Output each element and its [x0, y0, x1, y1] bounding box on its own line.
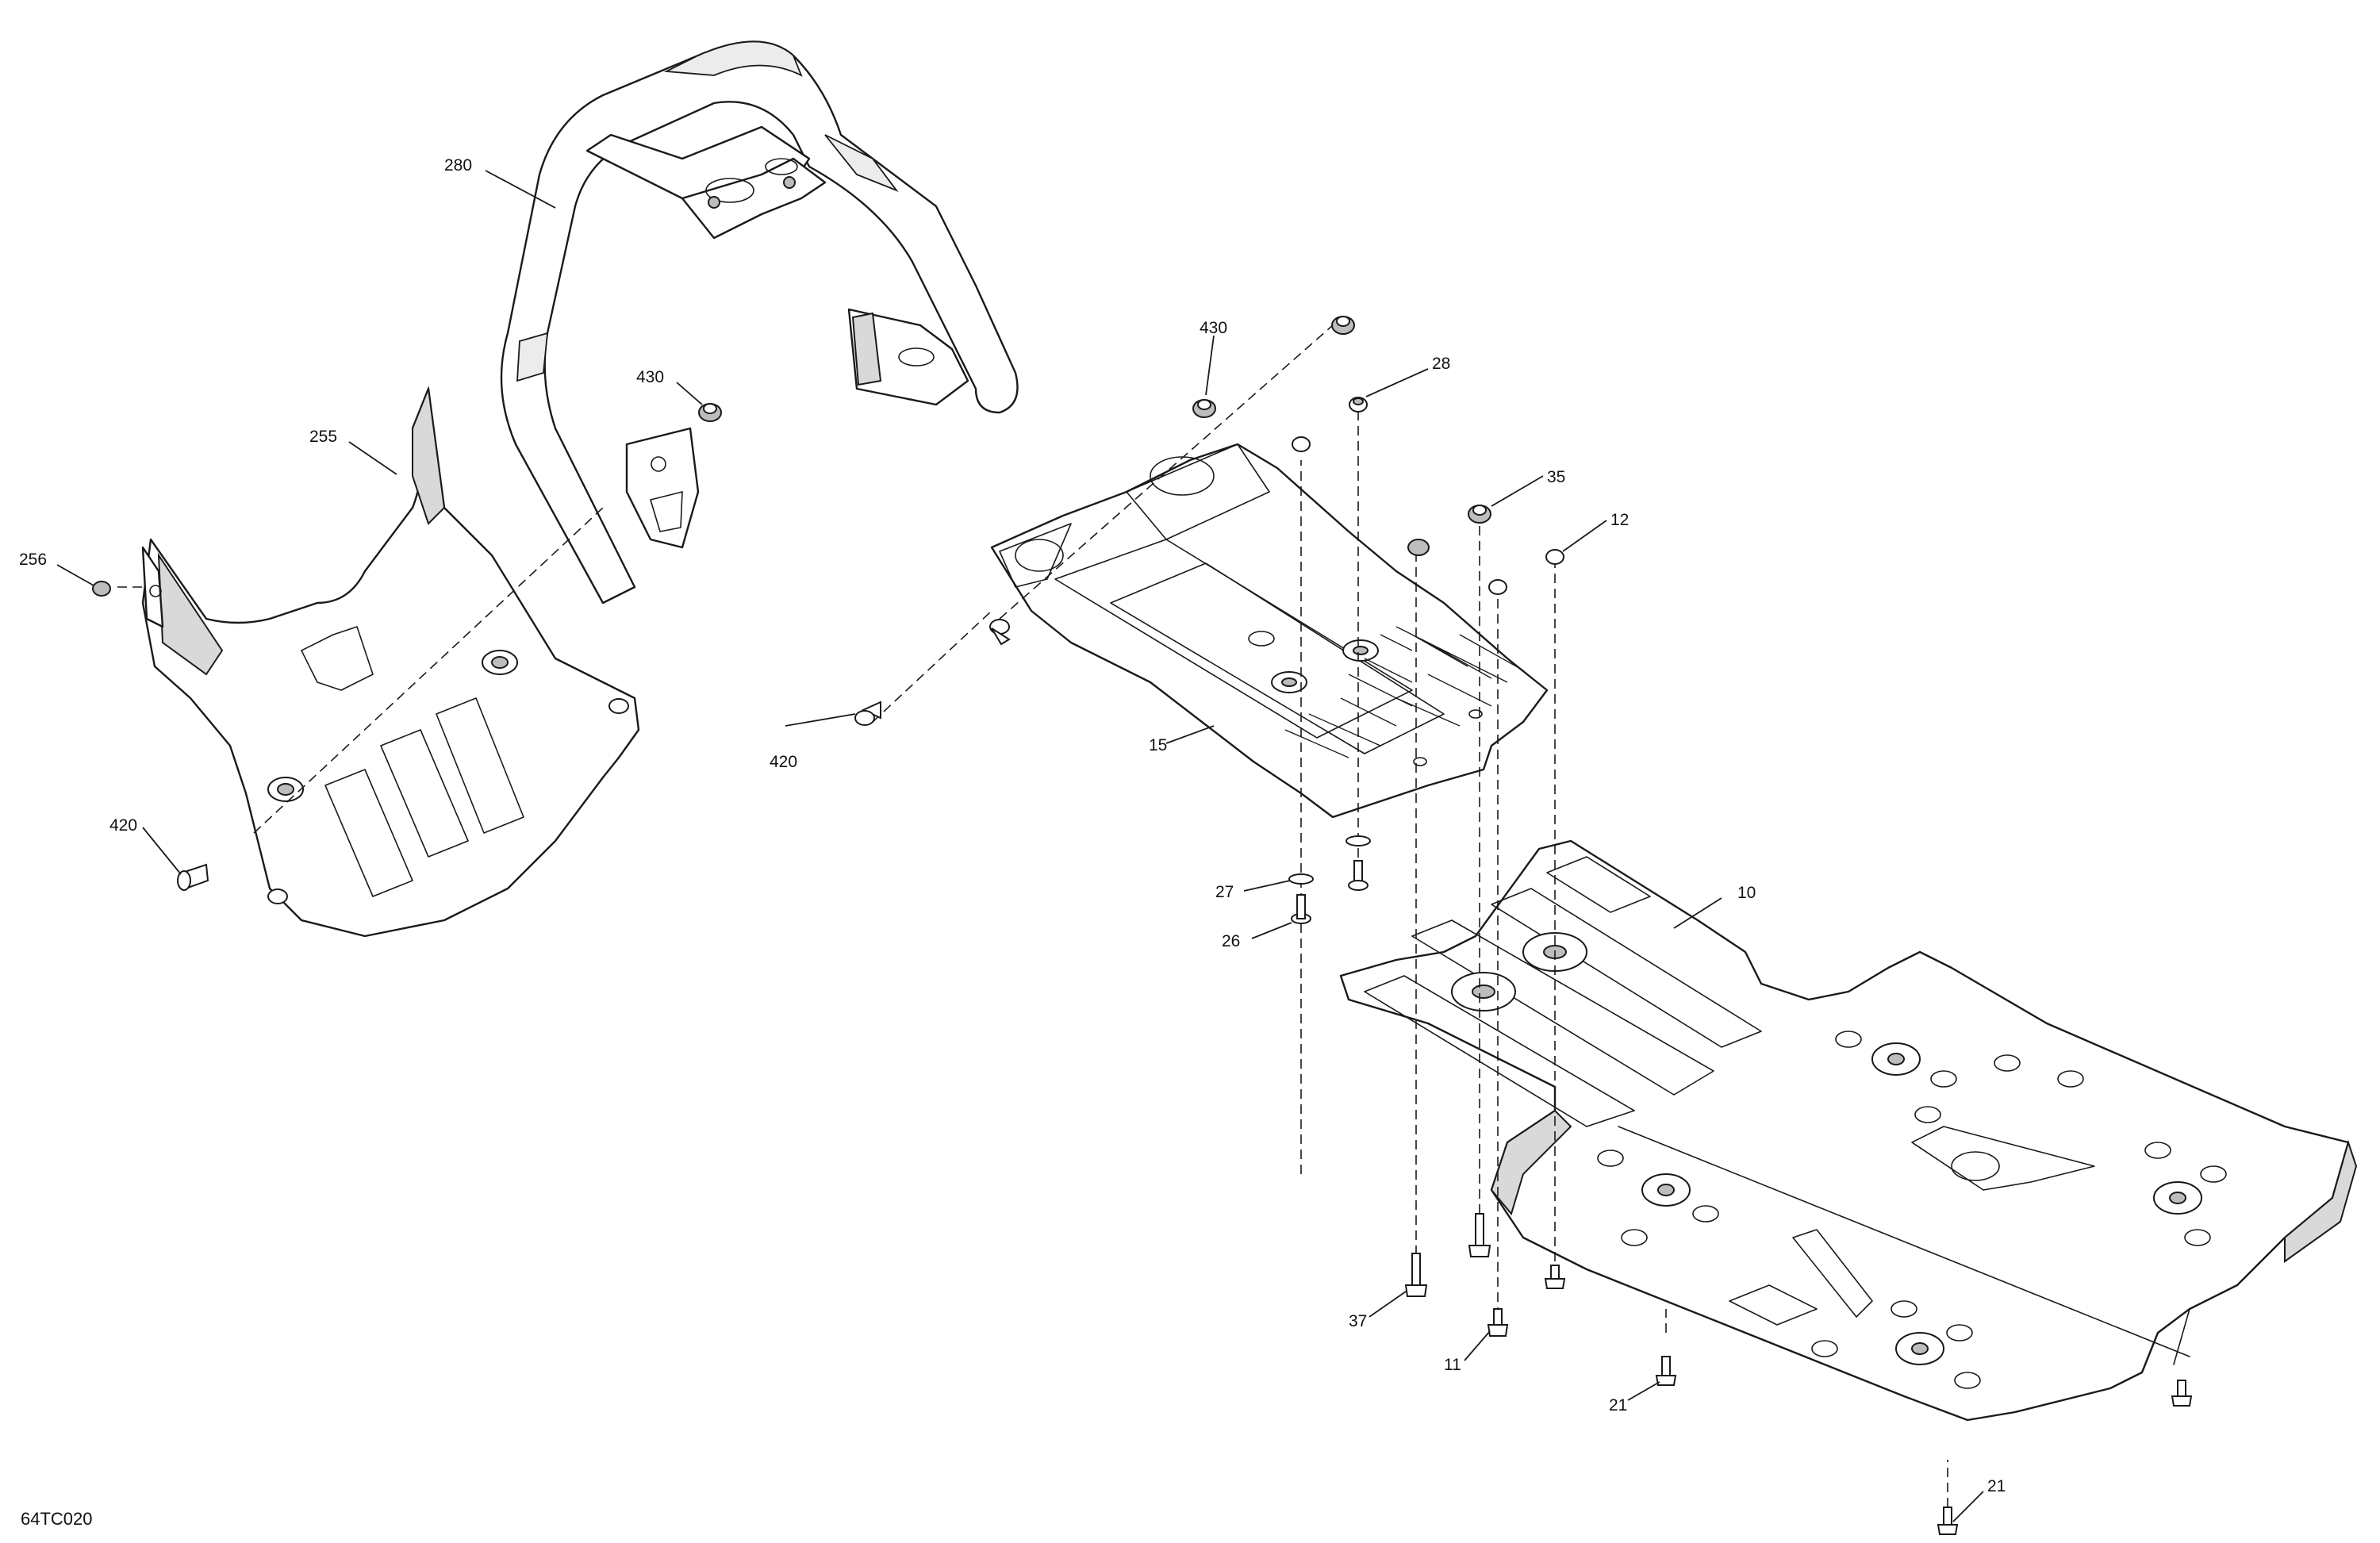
- middle-skid-plate[interactable]: [990, 443, 1549, 819]
- bolt-37b: [1468, 1213, 1491, 1257]
- callouts: 280 255 256 430 430 28 35 12 420 420 15 …: [19, 156, 2006, 1495]
- assembly-lines: [117, 324, 1948, 1507]
- callout-15: 15: [1149, 736, 1167, 754]
- callout-35: 35: [1547, 468, 1565, 486]
- bolt-26: [1291, 894, 1311, 924]
- bolt-420-mid: [989, 619, 1011, 646]
- diagram-code: 64TC020: [21, 1509, 93, 1529]
- nut-28: [1349, 397, 1368, 413]
- bumper-tube[interactable]: [500, 40, 1019, 605]
- nut-left-col: [1292, 436, 1311, 452]
- washer-27: [1288, 873, 1314, 885]
- callout-21a: 21: [1609, 1396, 1627, 1414]
- washer-mid: [1345, 835, 1371, 846]
- callout-27: 27: [1215, 883, 1234, 901]
- callout-37: 37: [1349, 1312, 1367, 1330]
- bolt-420-right: [854, 700, 881, 726]
- callout-11: 11: [1444, 1356, 1461, 1374]
- nut-mid: [1407, 539, 1430, 556]
- callout-12: 12: [1610, 511, 1629, 529]
- callout-255: 255: [309, 428, 337, 446]
- front-cover[interactable]: [141, 386, 640, 938]
- callout-26: 26: [1222, 932, 1240, 950]
- bolt-21c: [2171, 1380, 2193, 1407]
- nut-256: [92, 581, 111, 597]
- main-skid-plate[interactable]: [1339, 839, 2358, 1422]
- nut-upper: [1331, 316, 1355, 335]
- callout-420-right: 420: [770, 753, 797, 771]
- callout-10: 10: [1737, 884, 1756, 902]
- callout-430-right: 430: [1200, 319, 1227, 337]
- bolt-11b: [1544, 1265, 1566, 1289]
- nut-430-right: [1192, 399, 1216, 418]
- hardware: [92, 316, 2193, 1535]
- nut-430-left: [698, 403, 722, 422]
- nut-35: [1468, 505, 1491, 524]
- callout-28: 28: [1432, 355, 1450, 373]
- callout-420-left: 420: [109, 816, 137, 835]
- bolt-mid: [1348, 860, 1368, 891]
- leader-lines: [56, 170, 1984, 1522]
- callout-430-left: 430: [636, 368, 664, 386]
- bolt-11: [1487, 1308, 1509, 1337]
- callout-21b: 21: [1987, 1477, 2006, 1495]
- bolt-21a: [1655, 1356, 1677, 1386]
- bolt-37: [1404, 1253, 1428, 1297]
- callout-280: 280: [444, 156, 472, 175]
- nut-mid2: [1488, 579, 1507, 595]
- nut-12: [1545, 549, 1564, 565]
- bolt-21b: [1937, 1507, 1959, 1535]
- bolt-420-left: [177, 863, 209, 891]
- callout-256: 256: [19, 551, 47, 569]
